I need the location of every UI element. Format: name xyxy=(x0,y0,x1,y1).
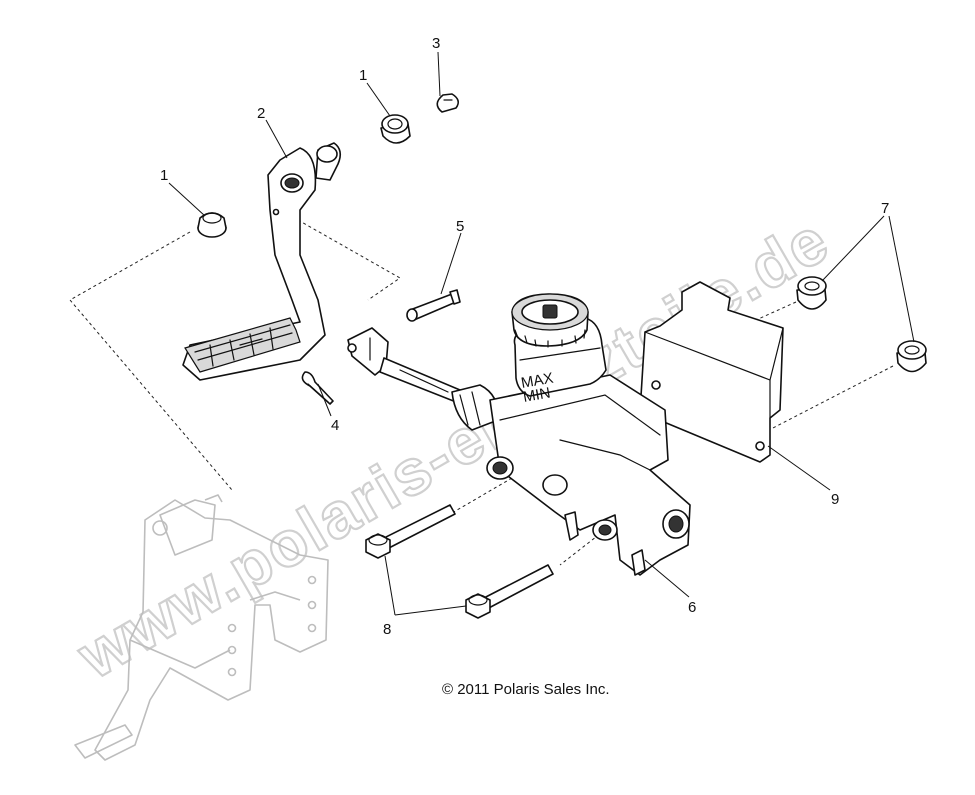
mounting-bolt-upper xyxy=(365,504,456,559)
callout-3: 3 xyxy=(432,35,440,52)
callout-1-top: 1 xyxy=(359,67,367,84)
brake-pedal xyxy=(182,142,342,381)
callout-1-left: 1 xyxy=(160,167,168,184)
master-cylinder: MAX MIN xyxy=(347,293,691,576)
callout-8: 8 xyxy=(383,621,391,638)
heat-shield xyxy=(639,281,784,463)
copyright-notice: © 2011 Polaris Sales Inc. xyxy=(442,681,610,698)
callout-2: 2 xyxy=(257,105,265,122)
clevis-pin xyxy=(406,289,461,322)
callout-labels: 1 2 1 3 5 4 7 9 6 8 xyxy=(160,35,889,638)
nut-upper xyxy=(796,276,827,310)
callout-9: 9 xyxy=(831,491,839,508)
callout-7: 7 xyxy=(881,200,889,217)
reservoir-max-mark: MAX xyxy=(520,370,555,392)
callout-leaders xyxy=(168,51,915,616)
bushing-top xyxy=(380,114,411,144)
bushing-left xyxy=(197,212,227,238)
callout-4: 4 xyxy=(331,417,339,434)
cotter-pin xyxy=(301,371,334,405)
retaining-clip xyxy=(436,93,460,113)
mounting-bolt-lower xyxy=(465,564,554,619)
mounting-bracket xyxy=(74,494,329,761)
callout-5: 5 xyxy=(456,218,464,235)
nut-lower xyxy=(896,340,927,373)
callout-6: 6 xyxy=(688,599,696,616)
reservoir-min-mark: MIN xyxy=(522,384,552,406)
